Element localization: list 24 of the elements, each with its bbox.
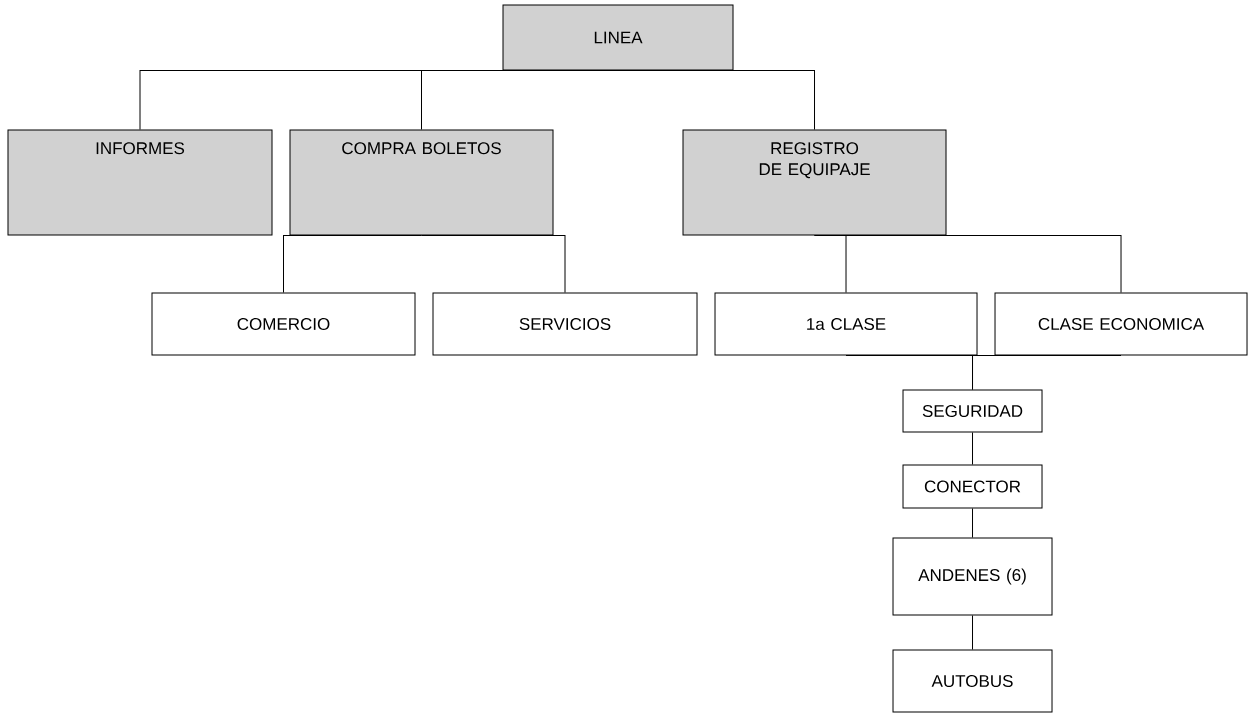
- connector-line: [972, 508, 973, 538]
- connector-line: [972, 615, 973, 650]
- box: SEGURIDAD: [902, 389, 1043, 433]
- box: [682, 129, 947, 236]
- box: 1a CLASE: [714, 292, 978, 356]
- connector-line: [617, 70, 815, 130]
- box: CONECTOR: [902, 464, 1043, 509]
- box: CLASE ECONOMICA: [994, 292, 1248, 356]
- box: AUTOBUS: [892, 649, 1053, 713]
- connector-line: [421, 235, 566, 293]
- box: ANDENES (6): [892, 537, 1053, 616]
- connector-line: [421, 70, 619, 130]
- box-label: COMPRA BOLETOS: [342, 142, 501, 155]
- connector-line: [283, 235, 422, 293]
- box: SERVICIOS: [432, 292, 698, 356]
- box: LINEA: [502, 4, 734, 71]
- box-label: REGISTRO DE EQUIPAJE: [759, 142, 870, 179]
- box: [7, 129, 273, 236]
- connector-line: [814, 235, 1122, 293]
- connector-line: [972, 432, 973, 465]
- box-label: INFORMES: [96, 142, 185, 155]
- connector-line: [972, 355, 1122, 390]
- box: COMERCIO: [151, 292, 416, 356]
- box: [289, 129, 554, 236]
